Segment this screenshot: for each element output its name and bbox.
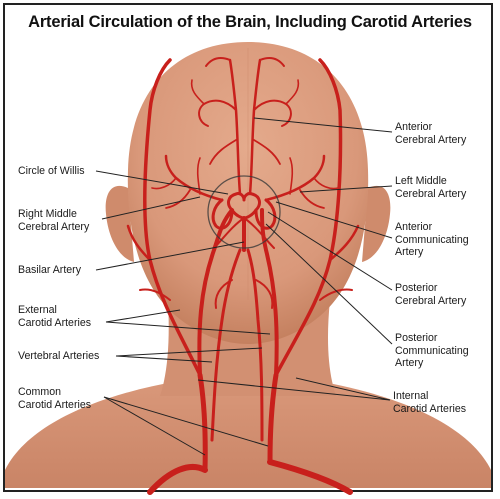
label-vertebral-arteries: Vertebral Arteries <box>18 350 100 362</box>
label-anterior-cerebral-artery: Anterior Cerebral Artery <box>395 121 467 146</box>
internal-carotid-left <box>197 208 234 377</box>
right-ear <box>362 185 391 262</box>
common-carotid-left <box>197 372 208 473</box>
external-carotid-left <box>142 58 202 377</box>
leader-lines <box>95 117 393 456</box>
common-carotid-right <box>267 372 279 465</box>
label-posterior-communicating-artery: Posterior Communicating Artery <box>395 332 469 369</box>
label-internal-carotid-arteries: Internal Carotid Arteries <box>393 390 467 415</box>
label-anterior-communicating-artery: Anterior Communicating Artery <box>395 221 469 258</box>
vertebral-right <box>246 248 264 442</box>
label-common-carotid-arteries: Common Carotid Arteries <box>18 386 92 411</box>
left-ear <box>105 185 134 262</box>
label-circle-of-willis: Circle of Willis <box>18 165 85 177</box>
label-posterior-cerebral-artery: Posterior Cerebral Artery <box>395 282 467 307</box>
artery-network <box>126 57 360 495</box>
diagram-title: Arterial Circulation of the Brain, Inclu… <box>28 13 472 31</box>
external-carotid-right <box>274 58 343 377</box>
label-external-carotid-arteries: External Carotid Arteries <box>18 304 92 329</box>
label-basilar-artery: Basilar Artery <box>18 264 81 276</box>
shoulders <box>5 380 491 488</box>
internal-carotid-right <box>260 208 279 377</box>
label-left-middle-cerebral-artery: Left Middle Cerebral Artery <box>395 175 467 200</box>
label-right-middle-cerebral-artery: Right Middle Cerebral Artery <box>18 208 90 233</box>
vertebral-left <box>210 248 242 442</box>
circle-of-willis-magnifier <box>207 175 281 249</box>
